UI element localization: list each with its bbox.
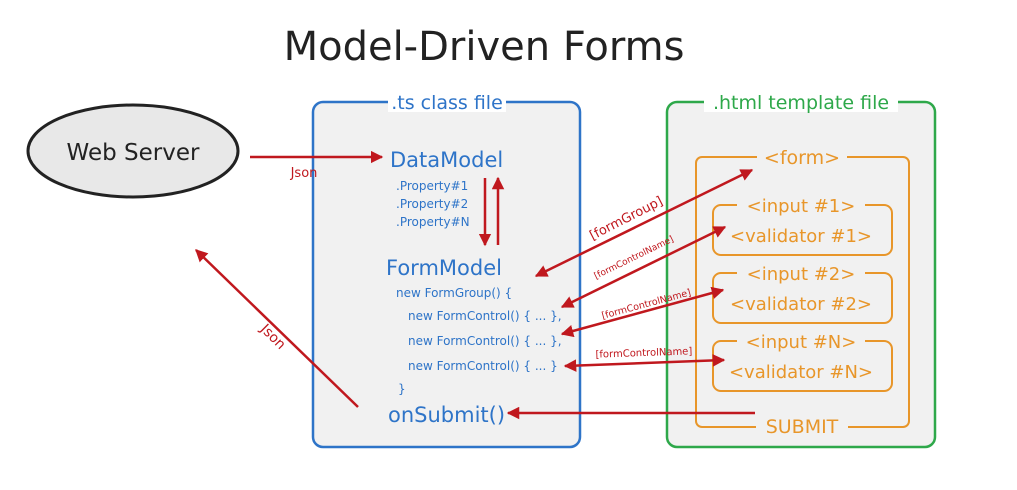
validator-tag: <validator #1>: [730, 226, 872, 247]
json-out-label: Json: [256, 321, 288, 353]
code-line: new FormControl() { ... },: [408, 334, 562, 348]
validator-tag: <validator #2>: [730, 294, 872, 315]
form-control-name-label: [formControlName]: [595, 346, 692, 360]
input-tag: <input #1>: [747, 196, 856, 217]
json-out-arrow: [195, 249, 359, 408]
arrows-layer: [195, 150, 755, 420]
input-tag: <input #N>: [746, 332, 857, 353]
ts-file-label: .ts class file: [391, 92, 503, 114]
code-line: }: [398, 382, 406, 396]
page-title: Model-Driven Forms: [284, 24, 685, 70]
on-submit-handler: onSubmit(): [388, 403, 505, 427]
code-line: new FormGroup() {: [396, 286, 512, 300]
code-line: new FormControl() { ... },: [408, 309, 562, 323]
form-control-arrow: [563, 354, 726, 372]
html-file-panel: .html template file <form> <input #1> <v…: [665, 92, 937, 449]
form-control-arrow: [560, 286, 725, 338]
form-tag: <form>: [764, 147, 840, 169]
code-line: new FormControl() { ... }: [408, 359, 558, 373]
web-server-node: Web Server: [26, 103, 240, 199]
html-file-label: .html template file: [713, 92, 889, 114]
submit-label: SUBMIT: [766, 416, 839, 438]
web-server-label: Web Server: [67, 140, 200, 166]
json-in-label: Json: [290, 166, 318, 181]
ts-file-panel: .ts class file DataModel .Property#1 .Pr…: [311, 92, 582, 449]
data-model-property: .Property#N: [396, 215, 470, 229]
validator-tag: <validator #N>: [729, 362, 873, 383]
data-model-property: .Property#2: [396, 197, 468, 211]
form-model-name: FormModel: [386, 256, 502, 280]
input-tag: <input #2>: [747, 264, 856, 285]
data-model-property: .Property#1: [396, 179, 468, 193]
data-model-name: DataModel: [390, 148, 503, 172]
